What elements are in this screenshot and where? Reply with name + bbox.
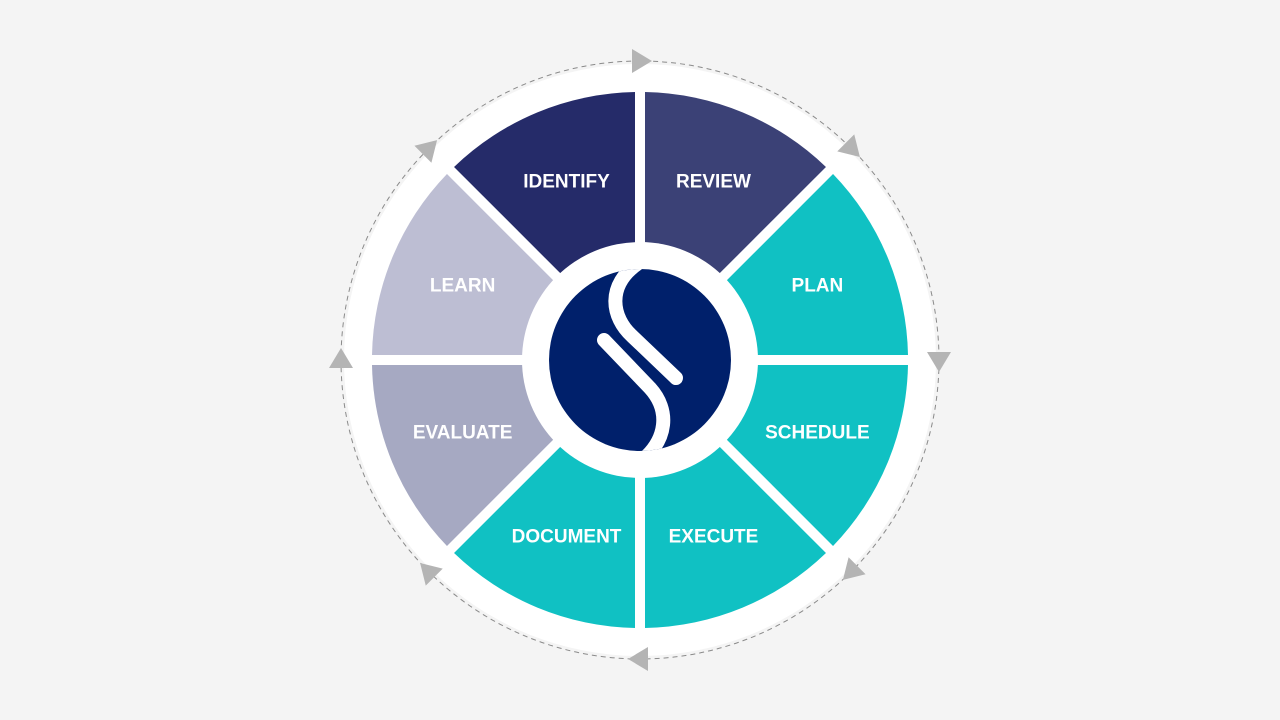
cycle-arrow-icon [632,49,652,73]
cycle-arrow-icon [927,352,951,372]
segment-schedule [721,365,908,546]
cycle-arrow-icon [628,647,648,671]
segment-label: SCHEDULE [765,422,870,443]
segment-execute [645,441,826,628]
segment-label: DOCUMENT [512,526,622,547]
segment-learn [372,174,559,355]
logo-s-upper-stroke [608,269,683,385]
segment-label: PLAN [792,276,844,297]
cycle-arrow-icon [329,348,353,368]
segment-review [645,92,826,279]
segment-evaluate [372,365,559,546]
cycle-arrow-icon [414,140,438,163]
segment-label: EXECUTE [669,526,759,547]
segment-label: REVIEW [676,172,751,193]
segment-document [454,441,635,628]
segment-identify [454,92,635,279]
logo-circle [549,269,731,451]
center-logo [549,269,731,451]
cycle-arrow-icon [842,557,866,580]
segment-label: LEARN [430,276,495,297]
segment-plan [721,174,908,355]
cycle-arrow-icon [420,562,443,586]
segment-label: IDENTIFY [523,172,610,193]
logo-s-lower-stroke [597,333,671,451]
segment-label: EVALUATE [413,422,513,443]
cycle-arrow-icon [837,134,860,158]
